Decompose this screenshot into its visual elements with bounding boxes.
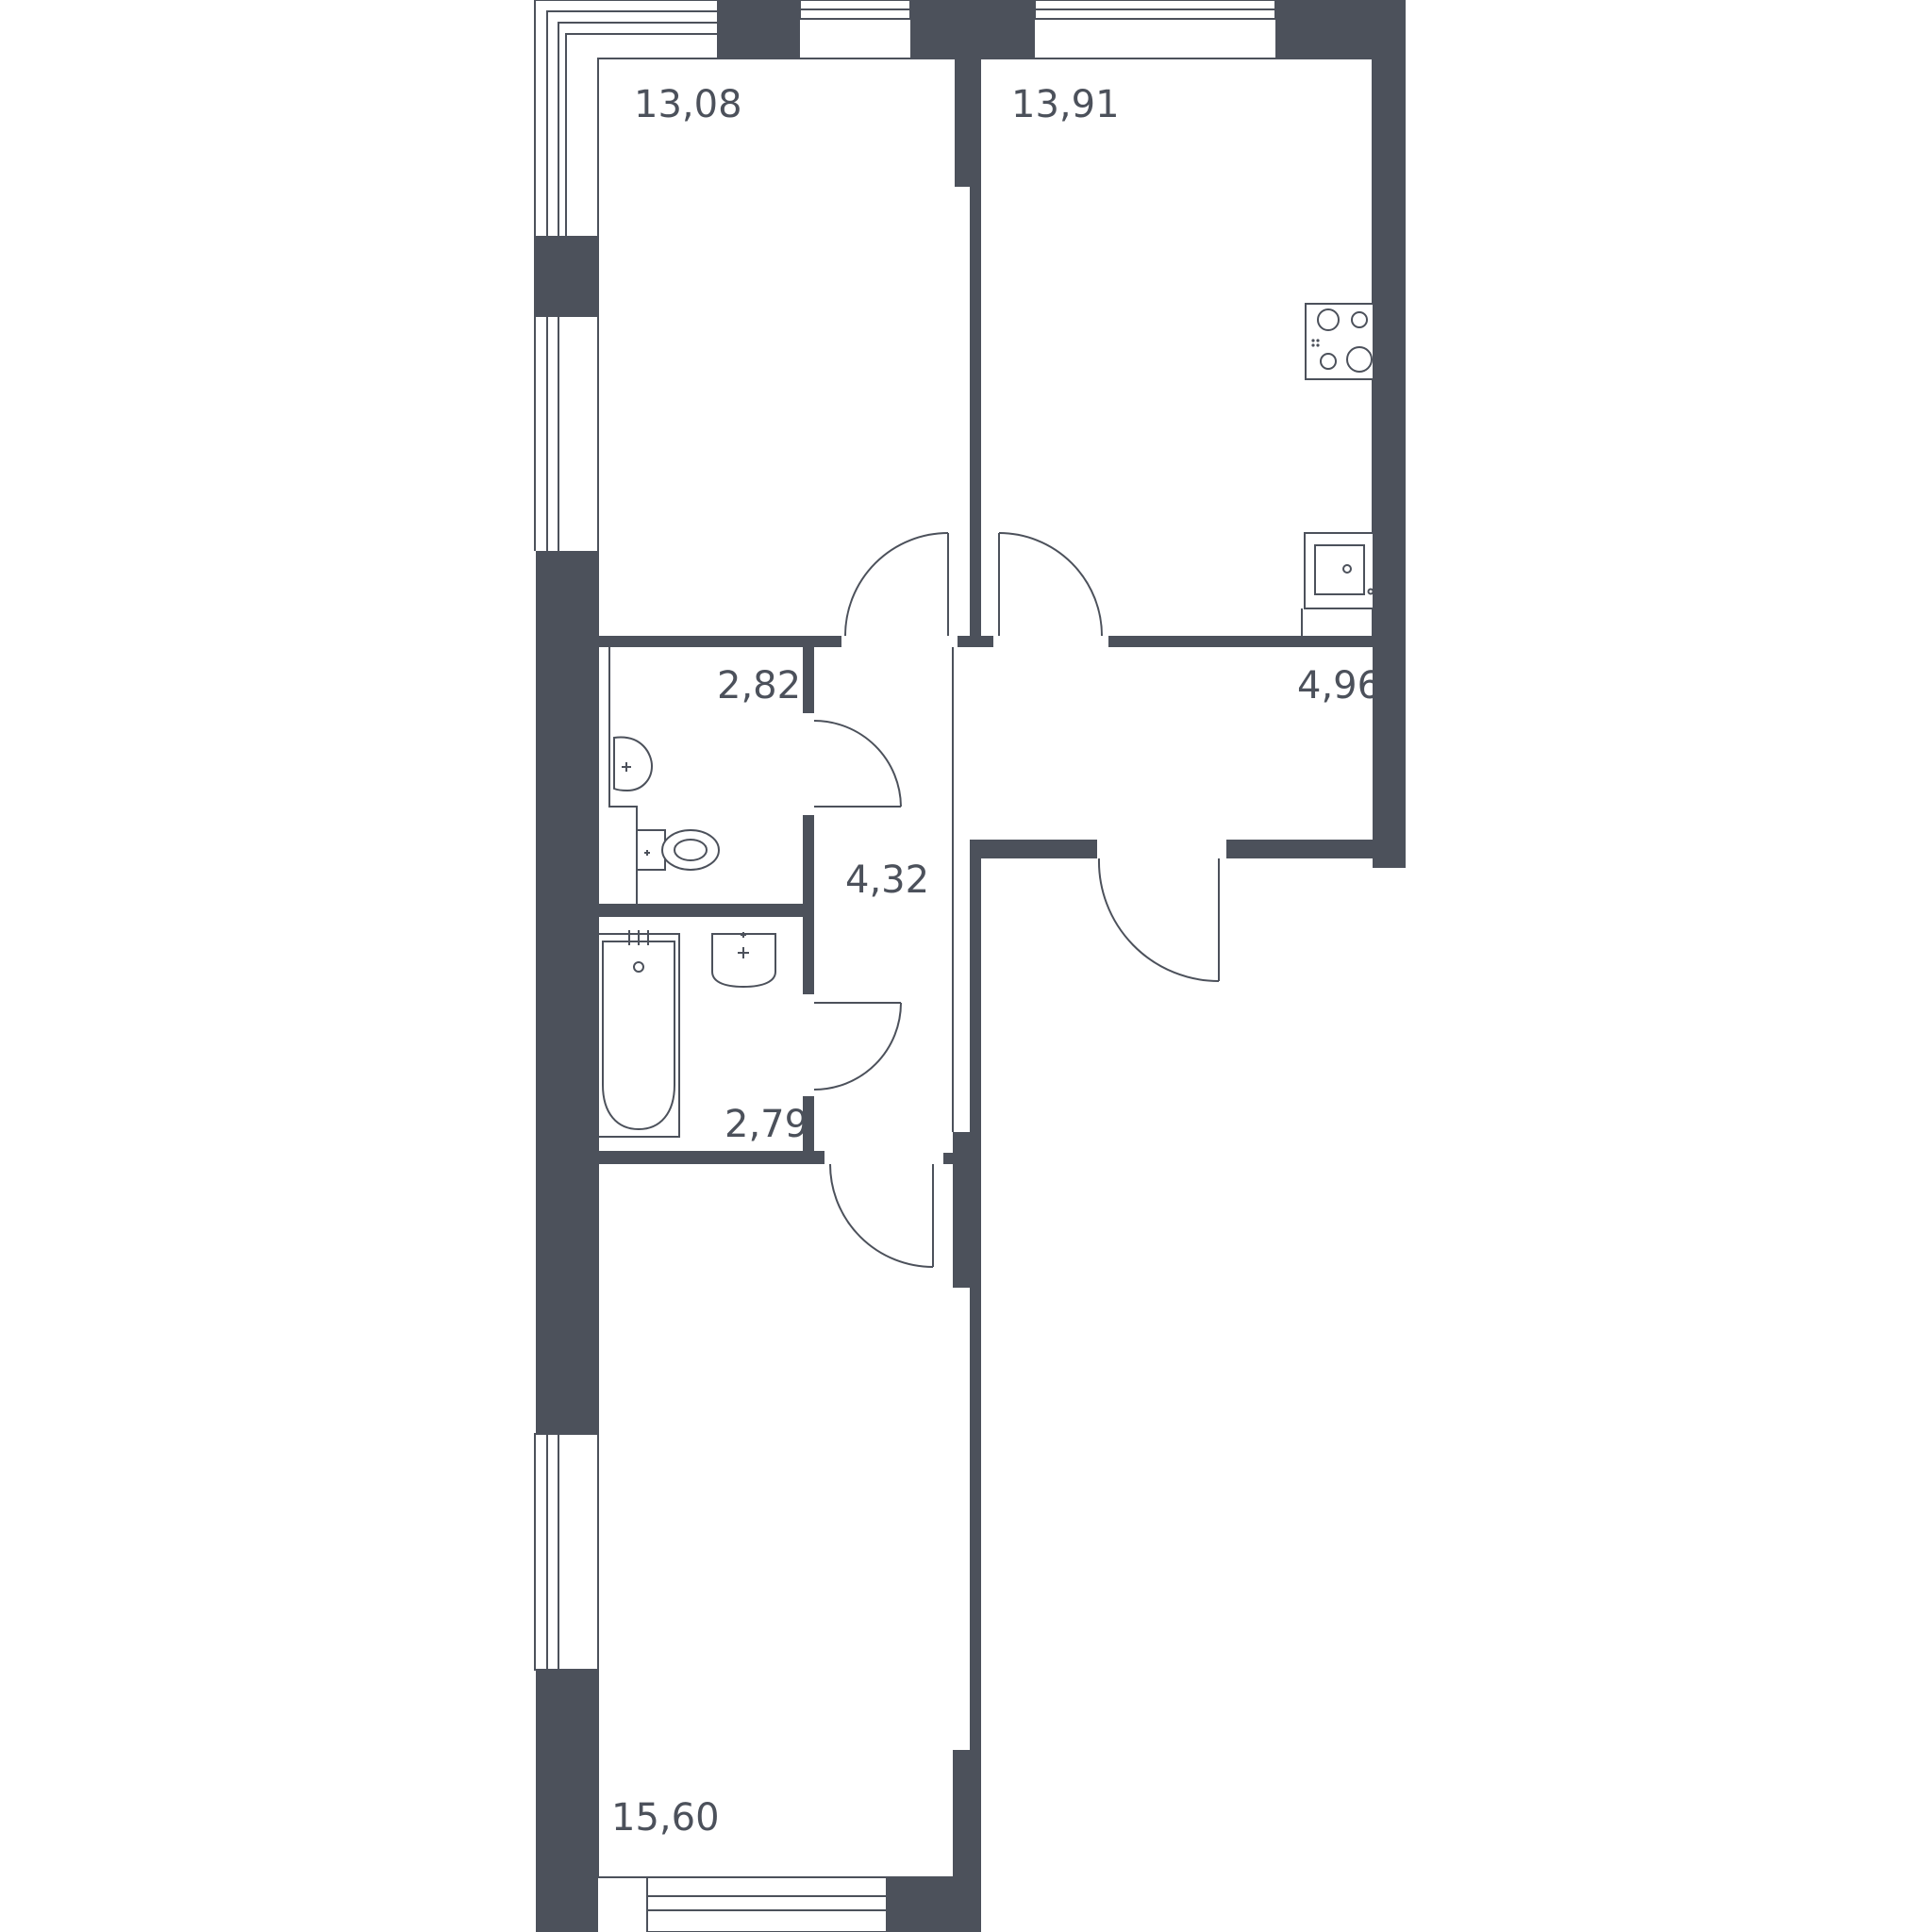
wall-segment [970,187,981,647]
wall-segment [1226,840,1377,858]
wall-segment [598,636,841,647]
area-label-bathroom: 2,79 [724,1103,808,1146]
washbasin-icon [711,932,776,989]
wall-segment [803,1096,814,1151]
window [534,0,717,551]
area-labels: 13,08 13,91 2,82 4,96 4,32 2,79 15,60 [611,83,1381,1840]
wall-segment [953,1132,981,1288]
wall-segment [970,840,981,1132]
wall-segment [536,551,598,1434]
wall-segment [803,647,814,713]
doors [813,532,1220,1268]
stove-icon [1305,303,1374,380]
wall-segment [953,1750,981,1932]
area-label-bedroom-bottom: 15,60 [611,1796,720,1840]
wall-segment [1373,0,1406,868]
wall-segment [598,1151,824,1164]
sink-icon [1301,532,1374,638]
wall-segment [970,1288,981,1750]
wall-segment [536,1670,598,1932]
area-label-bedroom-top: 13,08 [634,83,742,126]
window [646,1876,888,1932]
area-label-kitchen: 13,91 [1011,83,1120,126]
washbasin-icon [613,736,654,792]
wall-segment [910,0,1035,58]
bathtub-icon [597,930,680,1138]
wall-segment [970,840,1097,858]
wall-segment [943,1153,955,1164]
wall-segment [958,636,993,647]
wall-segment [1108,636,1375,647]
wall-segment [717,0,800,58]
toilet-icon [636,829,720,871]
wall-segment [955,58,981,187]
area-label-toilet: 2,82 [717,664,801,708]
wall-segment [536,236,598,316]
area-label-corridor: 4,32 [845,858,929,902]
area-label-entry-hall: 4,96 [1297,664,1381,708]
wall-segment [598,904,810,917]
window [534,1433,599,1671]
